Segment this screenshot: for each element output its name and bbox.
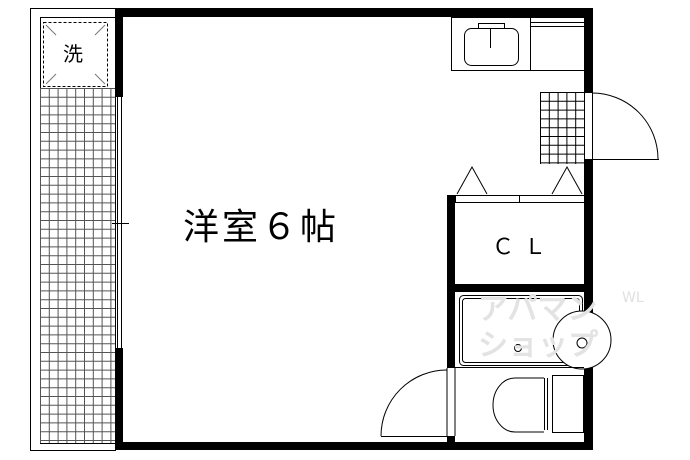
- balcony: [30, 8, 116, 451]
- toilet-tank: [552, 375, 584, 433]
- sink: [464, 28, 519, 66]
- toilet: [492, 377, 544, 433]
- balcony-window: [112, 97, 129, 348]
- watermark-suffix: WL: [622, 290, 644, 306]
- entrance: [540, 92, 659, 164]
- watermark-logo: アパマンショップ: [478, 292, 598, 364]
- room-label-closet: ＣＬ: [492, 235, 557, 260]
- room-label-main: 洋室６帖: [183, 207, 340, 248]
- walls: [115, 8, 593, 450]
- watermark-line2: ショップ: [478, 328, 598, 363]
- kitchen: [451, 17, 585, 71]
- bathroom: [380, 295, 612, 437]
- washbasin: [552, 310, 612, 370]
- closet: [455, 165, 585, 203]
- washer-label: 洗: [63, 42, 83, 66]
- watermark-line1: アパマン: [478, 292, 598, 327]
